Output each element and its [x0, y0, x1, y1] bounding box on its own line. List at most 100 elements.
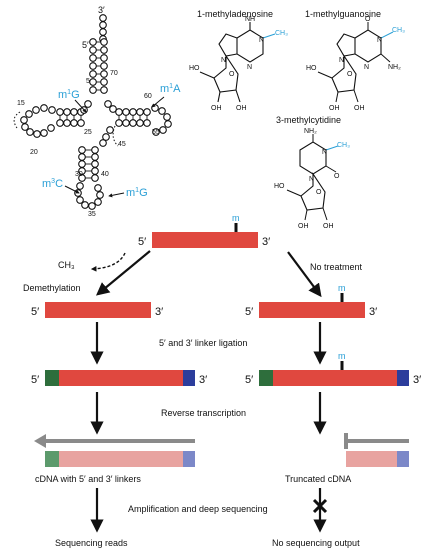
trna-nucleotide: [99, 28, 107, 36]
guanosine-ring-o: O: [347, 71, 353, 78]
trna-nucleotide: [94, 184, 102, 192]
trna-nucleotide: [56, 119, 64, 127]
demethylation-label: Demethylation: [23, 283, 81, 293]
cytidine-oh2: OH: [323, 223, 334, 230]
trna-nucleotide: [56, 108, 64, 116]
adenosine-structure: [199, 22, 276, 103]
row2-left-3prime: 3′: [155, 306, 163, 318]
trna-nucleotide: [78, 153, 86, 161]
ch3-label: CH₃: [58, 260, 75, 270]
trna-nucleotide: [76, 196, 84, 204]
trna-nucleotide: [89, 54, 97, 62]
trna-nucleotide: [63, 119, 71, 127]
trna-nucleotide: [76, 182, 84, 190]
trna-nucleotide: [91, 146, 99, 154]
trna-nucleotide: [77, 119, 85, 127]
trna-nucleotide: [100, 86, 108, 94]
no-treatment-label: No treatment: [310, 262, 363, 272]
ligation-label: 5′ and 3′ linker ligation: [159, 338, 247, 348]
row3-right-3prime: 3′: [413, 374, 421, 386]
cytidine-n3: N: [322, 149, 327, 156]
trna-nucleotide: [63, 108, 71, 116]
adenosine-ch3: CH₃: [275, 30, 288, 37]
trna-nucleotide: [100, 78, 108, 86]
trna-nucleotide: [89, 62, 97, 70]
cytidine-nh2: NH₂: [304, 128, 317, 135]
trna-nucleotide: [100, 46, 108, 54]
row3-m-label: m: [338, 351, 346, 361]
left-cdna-3linker: [183, 451, 195, 467]
trna-nucleotide: [104, 100, 112, 108]
trna-nucleotide: [89, 78, 97, 86]
mod-m3c-label: m3C: [42, 178, 63, 190]
trna-nucleotide: [78, 160, 86, 168]
row3-left-3prime: 3′: [199, 374, 207, 386]
top-5prime: 5′: [138, 236, 146, 248]
guanosine-ho: HO: [306, 65, 317, 72]
adenosine-o: O: [229, 71, 235, 78]
trna-3prime-label: 3′: [98, 5, 105, 15]
trna-nucleotide: [129, 119, 137, 127]
cytidine-n1: N: [309, 176, 314, 183]
trna-nucleotide: [152, 128, 160, 136]
guanosine-n3: N: [364, 64, 369, 71]
trna-nucleotide: [78, 146, 86, 154]
trna-number-55: 55: [152, 129, 160, 136]
trna-nucleotide: [143, 108, 151, 116]
adenosine-oh2: OH: [236, 105, 247, 112]
workflow: m 5′ 3′ CH₃ Demethylation No treatment 5…: [23, 213, 421, 548]
trna-nucleotide: [32, 106, 40, 114]
rt-label: Reverse transcription: [161, 408, 246, 418]
trna-nucleotide: [84, 100, 92, 108]
trna-number-60: 60: [144, 93, 152, 100]
adenosine-n1: N: [259, 37, 264, 44]
adenosine-title: 1-methyladenosine: [197, 9, 273, 19]
right-cdna-3linker: [397, 451, 409, 467]
trna-dotted-connections: [13, 111, 119, 147]
trna-nucleotide: [115, 119, 123, 127]
mod-m1a-label: m1A: [160, 83, 181, 95]
cytidine-ch3: CH₃: [337, 142, 350, 149]
trna-nucleotide: [91, 153, 99, 161]
left-ligated-rna: [59, 370, 183, 386]
trna-nucleotide: [96, 191, 104, 199]
trna-number-15: 15: [17, 100, 25, 107]
top-rna-bar: [152, 232, 258, 248]
trna-nucleotide: [48, 106, 56, 114]
row2-right-5prime: 5′: [245, 306, 253, 318]
cytidine-o: O: [334, 173, 340, 180]
trna-nucleotide: [40, 129, 48, 137]
adenosine-n3: N: [247, 64, 252, 71]
trna-nucleotide: [70, 108, 78, 116]
left-3linker: [183, 370, 195, 386]
seq-reads-label: Sequencing reads: [55, 538, 128, 548]
cytidine-structure: [286, 134, 339, 221]
cdna-left-label: cDNA with 5′ and 3′ linkers: [35, 474, 141, 484]
trna-nucleotide: [143, 119, 151, 127]
trna-nucleotide: [89, 46, 97, 54]
trna-number-30: 30: [75, 171, 83, 178]
trna-nucleotide: [88, 202, 96, 210]
trna-nucleotide: [81, 201, 89, 209]
cytidine-title: 3-methylcytidine: [276, 115, 341, 125]
trna-number-40: 40: [101, 171, 109, 178]
trna-nucleotide: [89, 86, 97, 94]
adenosine-oh1: OH: [211, 105, 222, 112]
guanosine-ch3: CH₃: [392, 27, 405, 34]
trna-nucleotide: [136, 108, 144, 116]
trna-nucleotide: [159, 126, 167, 134]
right-cdna: [346, 451, 397, 467]
no-output-label: No sequencing output: [272, 538, 360, 548]
cytidine-ho: HO: [274, 183, 285, 190]
row3-right-5prime: 5′: [245, 374, 253, 386]
trna-nucleotide: [100, 54, 108, 62]
trna-nucleotide: [91, 160, 99, 168]
guanosine-n1: N: [377, 37, 382, 44]
trna-number-70: 70: [110, 70, 118, 77]
right-5linker: [259, 370, 273, 386]
trna-basepair-lines: [59, 41, 148, 179]
trna-nucleotide: [94, 198, 102, 206]
trna-nucleotide: [136, 119, 144, 127]
